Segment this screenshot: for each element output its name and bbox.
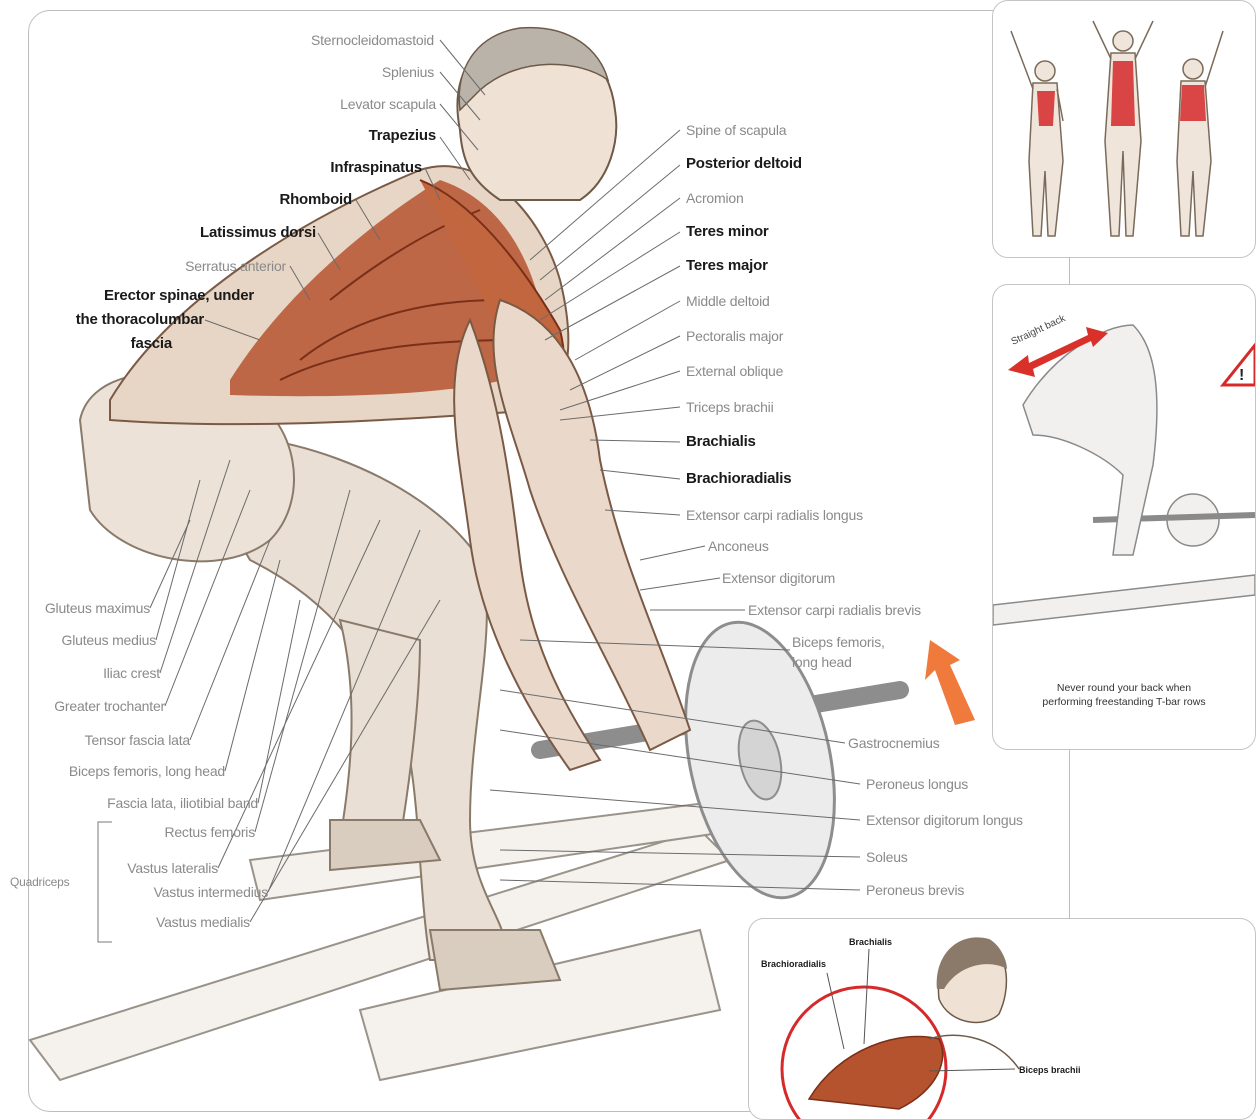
label-latissimus-dorsi: Latissimus dorsi [200, 225, 316, 241]
inset-warning: Straight back ! Never round your back wh… [992, 284, 1256, 750]
label-extensor-digitorum: Extensor digitorum [722, 570, 835, 586]
label-fascia-lata-iliotibial-band: Fascia lata, iliotibial band [107, 795, 258, 811]
label-rectus-femoris: Rectus femoris [164, 824, 255, 840]
label-greater-trochanter: Greater trochanter [54, 698, 165, 714]
warning-illustration: Straight back ! [993, 285, 1255, 749]
label-peroneus-longus: Peroneus longus [866, 776, 968, 792]
warning-caption: Never round your back when performing fr… [1003, 681, 1245, 709]
label-trapezius: Trapezius [369, 128, 436, 144]
warning-caption-line1: Never round your back when [1003, 681, 1245, 695]
warning-triangle-icon: ! [1223, 345, 1255, 385]
label-splenius: Splenius [382, 64, 434, 80]
muscle-map-figures [993, 1, 1255, 257]
label-erector-spinae-2: the thoracolumbar [76, 312, 204, 328]
label-extensor-carpi-radialis-longus: Extensor carpi radialis longus [686, 507, 863, 523]
label-vastus-lateralis: Vastus lateralis [127, 860, 218, 876]
label-gluteus-maximus: Gluteus maximus [45, 600, 150, 616]
label-soleus: Soleus [866, 849, 908, 865]
motion-arrow [925, 640, 975, 725]
label-brachioradialis: Brachioradialis [686, 471, 791, 487]
label-quadriceps: Quadriceps [10, 874, 69, 890]
label-vastus-intermedius: Vastus intermedius [154, 884, 268, 900]
label-biceps-femoris-2: long head [792, 654, 852, 670]
straight-back-text: Straight back [1010, 313, 1068, 348]
label-posterior-deltoid: Posterior deltoid [686, 156, 802, 172]
label-spine-of-scapula: Spine of scapula [686, 122, 786, 138]
label-gastrocnemius: Gastrocnemius [848, 735, 940, 751]
label-rhomboid: Rhomboid [279, 192, 352, 208]
label-gluteus-medius: Gluteus medius [62, 632, 156, 648]
quadriceps-bracket [98, 822, 112, 942]
label-peroneus-brevis: Peroneus brevis [866, 882, 964, 898]
inset-muscle-map [992, 0, 1256, 258]
label-teres-minor: Teres minor [686, 224, 769, 240]
label-teres-major: Teres major [686, 258, 768, 274]
label-erector-spinae-3: fascia [131, 336, 172, 352]
label-extensor-carpi-radialis-brevis: Extensor carpi radialis brevis [748, 602, 921, 618]
label-biceps-femoris-long-head: Biceps femoris, long head [69, 763, 225, 779]
label-triceps-brachii: Triceps brachii [686, 399, 774, 415]
label-serratus-anterior: Serratus anterior [185, 258, 286, 274]
label-brachioradialis-inset: Brachioradialis [761, 959, 826, 969]
arm-closeup-illustration [749, 919, 1255, 1119]
label-brachialis-inset: Brachialis [849, 937, 892, 947]
label-brachialis: Brachialis [686, 434, 756, 450]
head [458, 28, 617, 200]
svg-text:!: ! [1239, 367, 1244, 384]
label-middle-deltoid: Middle deltoid [686, 293, 770, 309]
label-extensor-digitorum-longus: Extensor digitorum longus [866, 812, 1023, 828]
warning-caption-line2: performing freestanding T-bar rows [1003, 695, 1245, 709]
label-sternocleidomastoid: Sternocleidomastoid [311, 32, 434, 48]
label-vastus-medialis: Vastus medialis [156, 914, 250, 930]
label-biceps-brachii-inset: Biceps brachii [1019, 1065, 1081, 1075]
label-erector-spinae-1: Erector spinae, under [104, 288, 254, 304]
label-tensor-fascia-lata: Tensor fascia lata [85, 732, 190, 748]
label-external-oblique: External oblique [686, 363, 783, 379]
label-levator-scapula: Levator scapula [340, 96, 436, 112]
label-pectoralis-major: Pectoralis major [686, 328, 783, 344]
label-acromion: Acromion [686, 190, 744, 206]
label-iliac-crest: Iliac crest [103, 665, 160, 681]
label-anconeus: Anconeus [708, 538, 769, 554]
label-biceps-femoris-1: Biceps femoris, [792, 634, 885, 650]
label-infraspinatus: Infraspinatus [330, 160, 422, 176]
